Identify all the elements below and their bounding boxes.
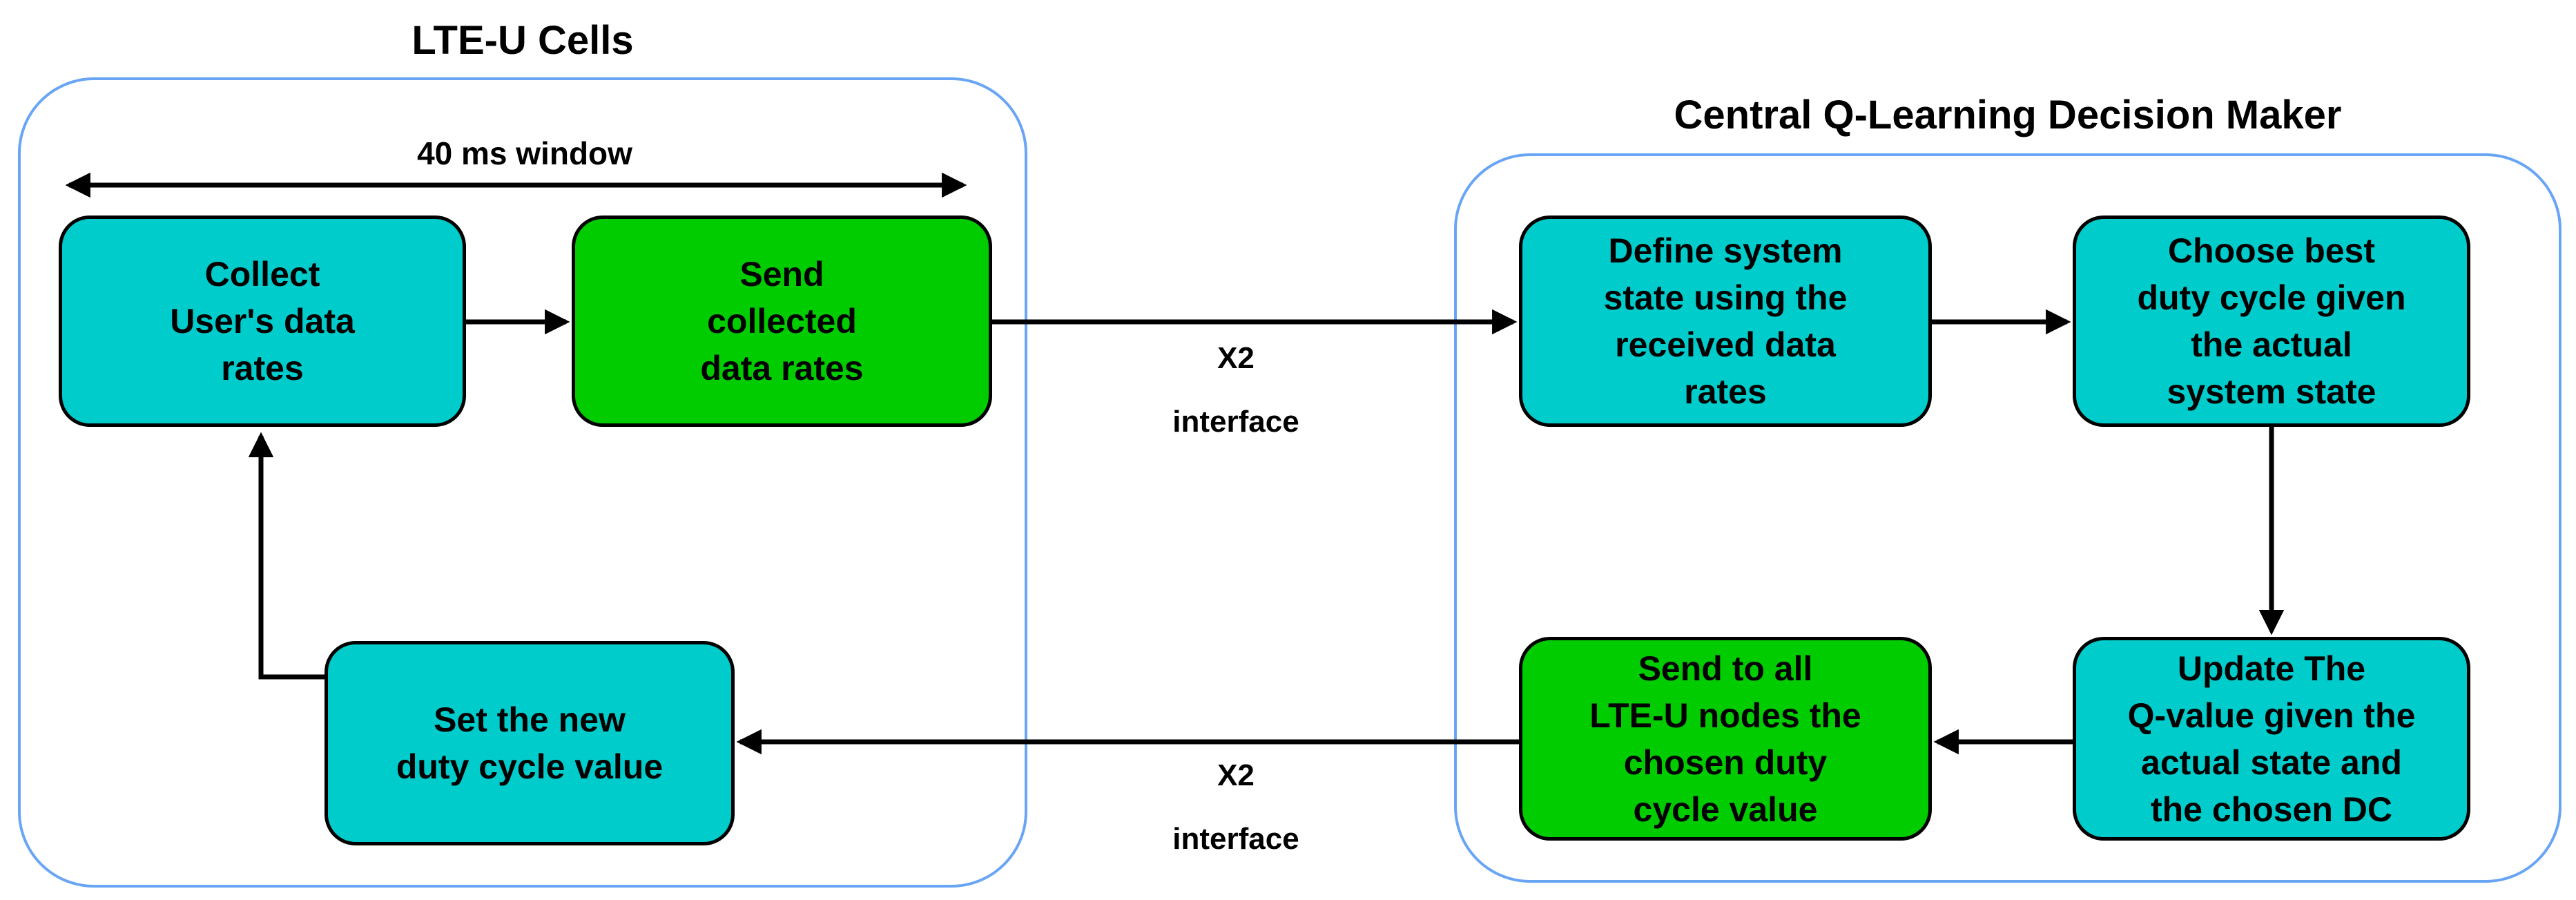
window-duration-label: 40 ms window [417, 135, 632, 171]
choose-duty-cycle-box: Choose best duty cycle given the actual … [2073, 216, 2470, 427]
lte-u-cells-group-border [18, 77, 1027, 888]
q-learning-title: Central Q-Learning Decision Maker [1674, 93, 2342, 137]
update-q-value-box: Update The Q-value given the actual stat… [2073, 637, 2470, 841]
x2-interface-top-label: X2 interface [1172, 341, 1299, 439]
set-duty-cycle-box: Set the new duty cycle value [325, 641, 735, 845]
define-system-state-box: Define system state using the received d… [1519, 216, 1932, 427]
lte-u-cells-title: LTE-U Cells [411, 18, 634, 63]
send-collected-rates-box: Send collected data rates [572, 216, 992, 427]
send-duty-cycle-box: Send to all LTE-U nodes the chosen duty … [1519, 637, 1932, 841]
x2-interface-bottom-label: X2 interface [1172, 758, 1299, 856]
q-learning-group-border [1454, 153, 2562, 883]
collect-data-rates-box: Collect User's data rates [59, 216, 466, 427]
